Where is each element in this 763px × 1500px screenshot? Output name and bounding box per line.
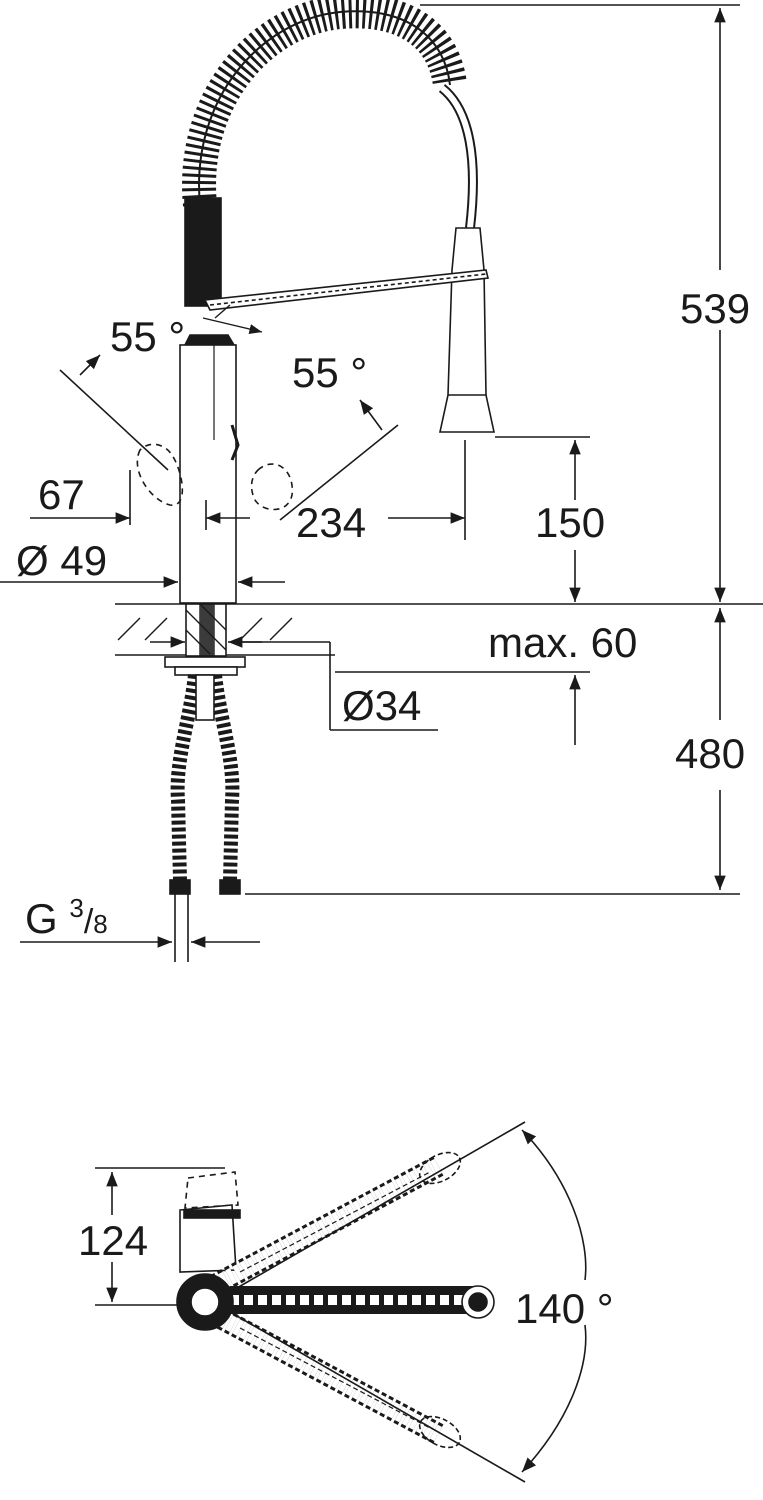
dim-angle-lever-side: 55 ° [292,349,368,396]
dim-deck-thickness: max. 60 [488,619,638,666]
plan-spout-lower [209,1305,462,1449]
plan-spout-upper [209,1151,462,1295]
spout-arm [203,269,489,311]
dim-lever-offset: 67 [38,471,85,518]
thread-slash: / [83,903,94,941]
coil-base [184,197,222,307]
dim-angle-lever-top: 55 ° [110,313,186,360]
supply-hoses [169,674,241,962]
thread-main: G [25,895,58,942]
plan-spout-center [191,1285,495,1319]
plan-lever-dashed [184,1171,239,1209]
dim-spout-reach: 234 [296,499,367,546]
countertop-hatch [117,617,293,641]
dim-body-diameter: Ø 49 [16,537,108,584]
dim-plan-depth: 124 [78,1217,149,1264]
dim-spout-clearance: 150 [535,499,606,546]
spray-head [439,227,495,433]
faucet-body [179,344,237,604]
dim-swivel-angle: 140 ° [515,1285,614,1332]
dim-hole-diameter: Ø34 [342,682,422,729]
mounting-nut [164,656,246,668]
lever [183,334,236,346]
lever-dashed-right [250,463,293,511]
lever-dashed-left [136,443,184,506]
spring-coil [182,0,467,207]
dim-hose-length: 480 [675,730,746,777]
thread-denominator: 8 [93,909,108,939]
thread-numerator: 3 [69,893,84,923]
dim-height-total: 539 [680,285,751,332]
dim-thread: G 3/8 [25,895,108,940]
